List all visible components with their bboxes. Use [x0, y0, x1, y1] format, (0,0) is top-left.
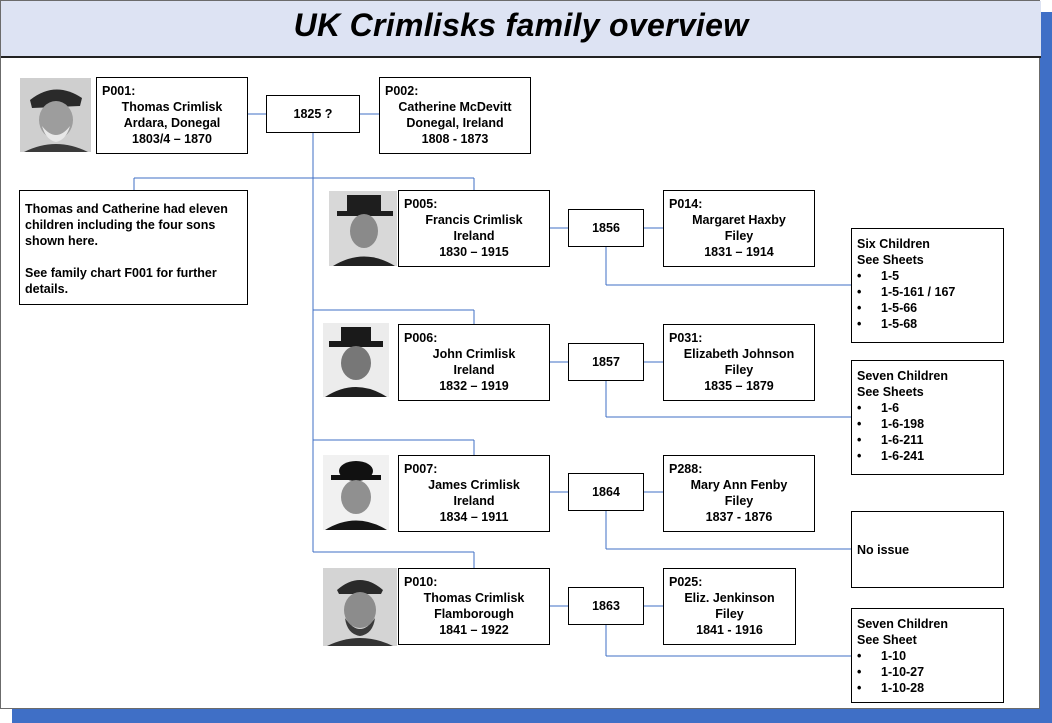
person-place: Donegal, Ireland: [406, 116, 504, 130]
person-name: Margaret Haxby: [692, 213, 786, 227]
person-dates: 1835 – 1879: [704, 379, 774, 393]
children-subheading: See Sheet: [857, 633, 917, 647]
person-dates: 1841 - 1916: [696, 623, 763, 637]
person-place: Filey: [724, 494, 754, 508]
person-place: Filey: [724, 229, 754, 243]
person-name: Francis Crimlisk: [425, 213, 523, 227]
sheet-link[interactable]: 1-6-211: [857, 432, 998, 448]
person-name: Elizabeth Johnson: [683, 347, 795, 361]
person-dates: 1803/4 – 1870: [132, 132, 212, 146]
sheet-link[interactable]: 1-10-28: [857, 680, 998, 696]
children-box-3: No issue: [851, 511, 1004, 588]
children-box-4: Seven Children See Sheet 1-10 1-10-27 1-…: [851, 608, 1004, 703]
person-id: P010:: [404, 575, 438, 589]
title-bar: UK Crimlisks family overview: [1, 1, 1041, 58]
portrait-john-image: [323, 323, 389, 397]
portrait-james-image: [323, 455, 389, 530]
sheet-link[interactable]: 1-10-27: [857, 664, 998, 680]
person-name: Eliz. Jenkinson: [684, 591, 775, 605]
person-dates: 1832 – 1919: [439, 379, 509, 393]
person-dates: 1834 – 1911: [439, 510, 509, 524]
no-issue-label: No issue: [857, 542, 910, 557]
person-card-spouse-4[interactable]: P025: Eliz. Jenkinson Filey 1841 - 1916: [663, 568, 796, 645]
connector-lines: [133, 113, 851, 657]
children-heading: Seven Children: [857, 369, 948, 383]
person-card-son-1[interactable]: P005: Francis Crimlisk Ireland 1830 – 19…: [398, 190, 550, 267]
sheet-link[interactable]: 1-6-241: [857, 448, 998, 464]
children-heading: Six Children: [857, 237, 930, 251]
person-dates: 1831 – 1914: [704, 245, 774, 259]
sheet-link[interactable]: 1-6: [857, 400, 998, 416]
person-dates: 1837 - 1876: [705, 510, 773, 524]
person-name: John Crimlisk: [432, 347, 516, 361]
person-dates: 1808 - 1873: [421, 132, 489, 146]
note-text-2: See family chart F001 for further detail…: [25, 266, 217, 296]
person-id: P001:: [102, 84, 136, 98]
family-note: Thomas and Catherine had eleven children…: [19, 190, 248, 305]
portrait-thomas-junior-image: [323, 568, 397, 646]
person-id: P007:: [404, 462, 438, 476]
person-card-son-2[interactable]: P006: John Crimlisk Ireland 1832 – 1919: [398, 324, 550, 401]
person-card-spouse-2[interactable]: P031: Elizabeth Johnson Filey 1835 – 187…: [663, 324, 815, 401]
person-place: Flamborough: [434, 607, 514, 621]
children-subheading: See Sheets: [857, 385, 924, 399]
marriage-year-parents: 1825 ?: [266, 95, 360, 133]
person-card-son-4[interactable]: P010: Thomas Crimlisk Flamborough 1841 –…: [398, 568, 550, 645]
children-box-2: Seven Children See Sheets 1-6 1-6-198 1-…: [851, 360, 1004, 475]
portrait-thomas-senior-image: [20, 78, 91, 152]
person-dates: 1830 – 1915: [439, 245, 509, 259]
children-subheading: See Sheets: [857, 253, 924, 267]
person-name: Catherine McDevitt: [398, 100, 512, 114]
person-card-spouse-1[interactable]: P014: Margaret Haxby Filey 1831 – 1914: [663, 190, 815, 267]
person-id: P288:: [669, 462, 703, 476]
sheet-link[interactable]: 1-6-198: [857, 416, 998, 432]
sheet-link[interactable]: 1-5-68: [857, 316, 998, 332]
note-text-1: Thomas and Catherine had eleven children…: [25, 202, 228, 248]
person-id: P002:: [385, 84, 419, 98]
marriage-year-son-1: 1856: [568, 209, 644, 247]
person-card-spouse-3[interactable]: P288: Mary Ann Fenby Filey 1837 - 1876: [663, 455, 815, 532]
person-place: Filey: [715, 607, 744, 621]
person-name: James Crimlisk: [428, 478, 520, 492]
person-place: Ardara, Donegal: [123, 116, 221, 130]
person-place: Ireland: [453, 229, 495, 243]
page-title: UK Crimlisks family overview: [293, 7, 749, 43]
person-name: Thomas Crimlisk: [121, 100, 223, 114]
person-card-father[interactable]: P001: Thomas Crimlisk Ardara, Donegal 18…: [96, 77, 248, 154]
chart-frame: UK Crimlisks family overview: [0, 0, 1040, 709]
sheet-link[interactable]: 1-5-161 / 167: [857, 284, 998, 300]
children-heading: Seven Children: [857, 617, 948, 631]
sheet-link[interactable]: 1-10: [857, 648, 998, 664]
marriage-year-son-2: 1857: [568, 343, 644, 381]
person-id: P031:: [669, 331, 703, 345]
person-id: P025:: [669, 575, 703, 589]
person-id: P005:: [404, 197, 438, 211]
sheet-link[interactable]: 1-5-66: [857, 300, 998, 316]
person-name: Mary Ann Fenby: [690, 478, 788, 492]
portrait-francis-image: [329, 191, 397, 266]
sheet-link[interactable]: 1-5: [857, 268, 998, 284]
person-id: P014:: [669, 197, 703, 211]
person-dates: 1841 – 1922: [439, 623, 509, 637]
person-place: Ireland: [453, 363, 495, 377]
children-box-1: Six Children See Sheets 1-5 1-5-161 / 16…: [851, 228, 1004, 343]
person-name: Thomas Crimlisk: [423, 591, 525, 605]
marriage-year-son-4: 1863: [568, 587, 644, 625]
person-card-mother[interactable]: P002: Catherine McDevitt Donegal, Irelan…: [379, 77, 531, 154]
marriage-year-son-3: 1864: [568, 473, 644, 511]
person-card-son-3[interactable]: P007: James Crimlisk Ireland 1834 – 1911: [398, 455, 550, 532]
person-id: P006:: [404, 331, 438, 345]
person-place: Filey: [724, 363, 754, 377]
person-place: Ireland: [453, 494, 495, 508]
